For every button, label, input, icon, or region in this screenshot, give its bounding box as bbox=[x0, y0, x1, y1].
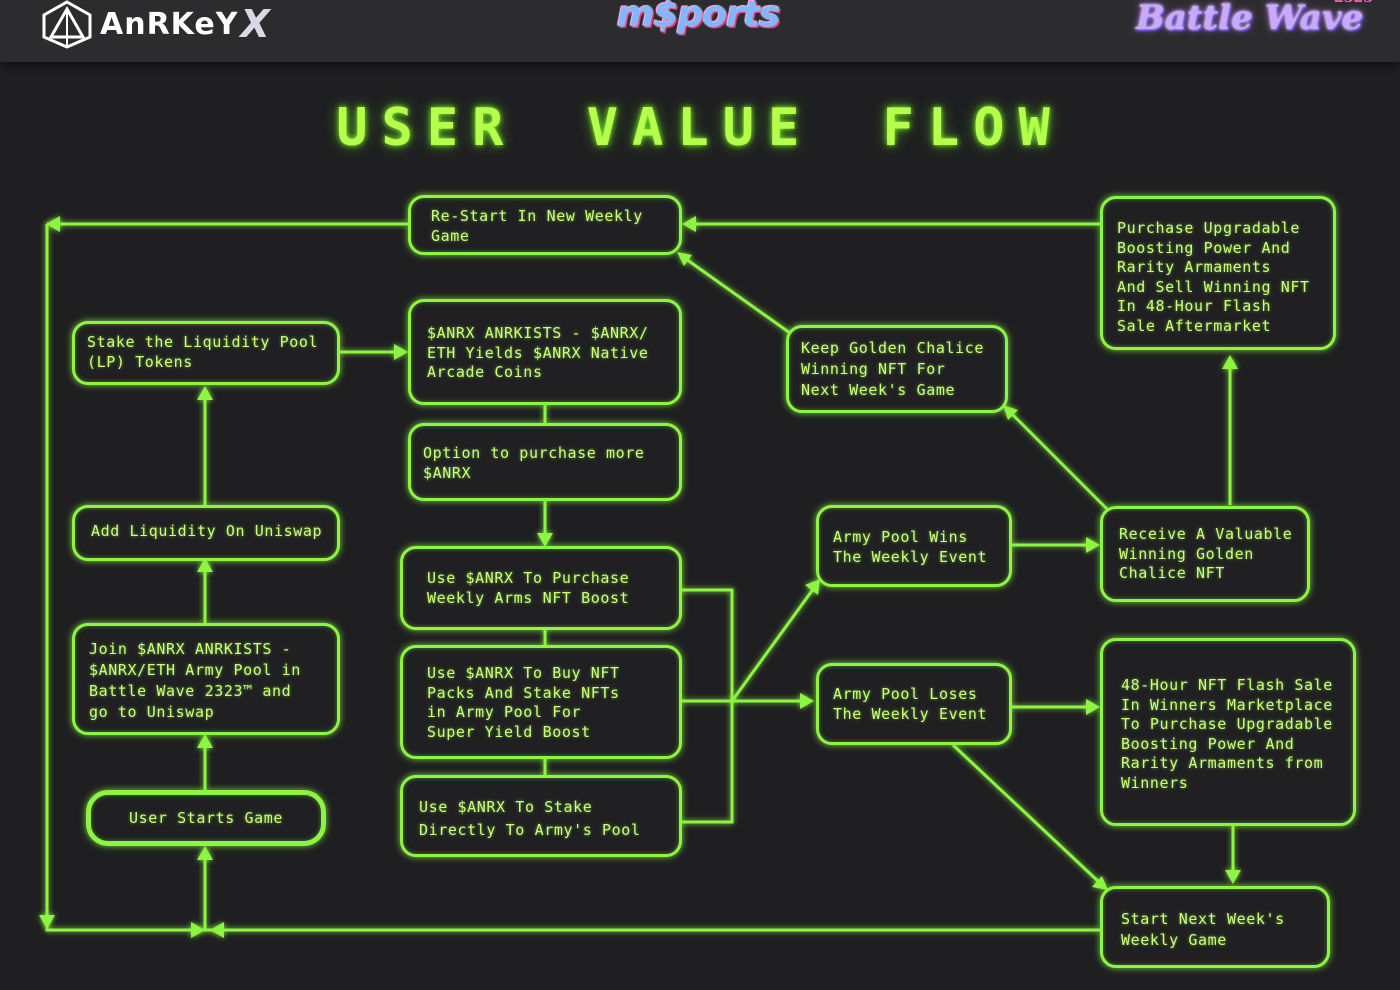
msports-logo[interactable]: m$ports bbox=[616, 0, 780, 35]
node-army-pool-loses: Army Pool Loses The Weekly Event bbox=[816, 663, 1012, 745]
node-start-next-week: Start Next Week's Weekly Game bbox=[1100, 886, 1330, 968]
arrowhead-keep bbox=[1003, 405, 1018, 420]
node-restart-weekly-game: Re-Start In New Weekly Game bbox=[408, 195, 682, 255]
link-keep-restart bbox=[685, 257, 791, 335]
arrowhead-restart-right bbox=[682, 216, 696, 232]
node-stake-lp-tokens: Stake the Liquidity Pool (LP) Tokens bbox=[72, 321, 340, 385]
arrowhead-yields bbox=[394, 344, 408, 360]
arrowhead-next-diag bbox=[1092, 876, 1108, 890]
arrowhead-arms bbox=[537, 533, 553, 547]
arrowhead-start bbox=[197, 846, 213, 860]
link-loses-next bbox=[951, 743, 1102, 885]
node-anrx-yields: $ANRX ANRKISTS - $ANRX/ ETH Yields $ANRX… bbox=[408, 299, 682, 405]
loop-left-line bbox=[45, 224, 1100, 932]
arrowhead-purchase bbox=[1222, 355, 1238, 369]
battle-wave-year: 2323 bbox=[1334, 0, 1373, 6]
node-buy-nft-packs: Use $ANRX To Buy NFT Packs And Stake NFT… bbox=[400, 645, 682, 759]
node-receive-golden-chalice: Receive A Valuable Winning Golden Chalic… bbox=[1100, 506, 1310, 602]
anrkey-wordmark: AnRKeY bbox=[100, 6, 239, 42]
node-keep-golden-chalice: Keep Golden Chalice Winning NFT For Next… bbox=[786, 325, 1008, 413]
node-army-pool-wins: Army Pool Wins The Weekly Event bbox=[816, 505, 1012, 587]
arrowhead-loses bbox=[800, 693, 814, 709]
node-option-purchase: Option to purchase more $ANRX bbox=[408, 423, 682, 501]
node-flash-sale: 48-Hour NFT Flash Sale In Winners Market… bbox=[1100, 638, 1356, 826]
node-purchase-upgradable: Purchase Upgradable Boosting Power And R… bbox=[1100, 196, 1336, 350]
battle-wave-logo[interactable]: Battle Wave 2323 bbox=[1136, 0, 1373, 42]
node-join-army-pool: Join $ANRX ANRKISTS - $ANRX/ETH Army Poo… bbox=[72, 623, 340, 735]
link-receive-keep bbox=[1010, 412, 1110, 512]
arrowhead-receive bbox=[1086, 537, 1100, 553]
arrowhead-wins bbox=[805, 579, 820, 595]
page-title: USER VALUE FLOW bbox=[336, 98, 1064, 158]
arrowhead-add bbox=[197, 558, 213, 572]
anrkey-x-mark: X bbox=[240, 2, 270, 46]
arrowhead-join bbox=[197, 734, 213, 748]
arrowhead-bottom-right bbox=[191, 922, 205, 938]
node-add-liquidity: Add Liquidity On Uniswap bbox=[72, 505, 340, 561]
node-user-starts-game: User Starts Game bbox=[86, 790, 326, 846]
arrowhead-restart-keep bbox=[677, 252, 692, 266]
arrowhead-loop-top bbox=[46, 216, 60, 232]
node-use-anrx-arms-boost: Use $ANRX To Purchase Weekly Arms NFT Bo… bbox=[400, 546, 682, 630]
arrowhead-bottom-left bbox=[210, 922, 224, 938]
battle-wave-wordmark: Battle Wave bbox=[1136, 0, 1364, 38]
header-bar: AnRKeY X m$ports Battle Wave 2323 bbox=[0, 0, 1400, 62]
collector-bracket bbox=[680, 588, 734, 824]
anrkey-logo[interactable]: AnRKeY X bbox=[40, 0, 270, 49]
anrkey-emblem-icon bbox=[42, 0, 92, 49]
node-stake-direct: Use $ANRX To Stake Directly To Army's Po… bbox=[400, 775, 682, 857]
arrowhead-next-top bbox=[1225, 870, 1241, 884]
arrowhead-stake bbox=[197, 386, 213, 400]
link-collector-wins bbox=[730, 587, 816, 702]
arrowhead-flash bbox=[1086, 699, 1100, 715]
arrowhead-loop-bottom bbox=[39, 915, 55, 929]
